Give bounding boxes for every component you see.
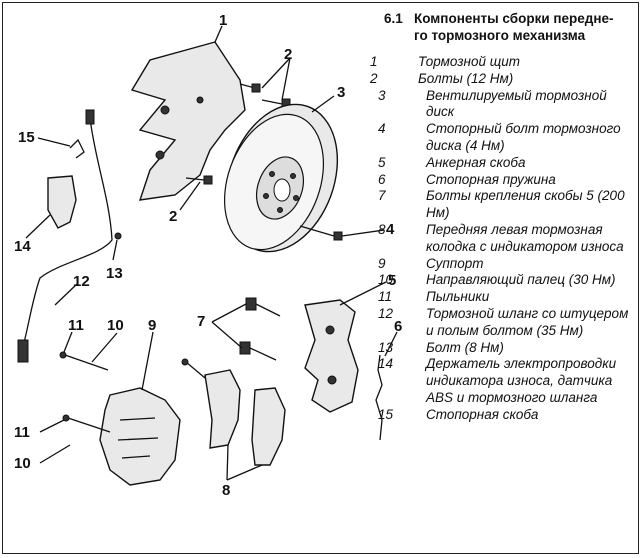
callout-4: 4 <box>386 221 395 238</box>
guide-pins-part <box>59 351 111 433</box>
callout-10-bottom: 10 <box>14 455 31 472</box>
callout-5: 5 <box>388 272 397 289</box>
callout-9: 9 <box>148 317 157 334</box>
hose-bolt-part <box>114 232 122 240</box>
legend-item: 12 Тормозной шланг со штуцером и полым бо… <box>376 306 638 340</box>
vented-brake-disc-part <box>223 103 339 253</box>
legend-text: Передняя левая тормозная колодка с индик… <box>426 221 624 254</box>
callout-12: 12 <box>73 273 90 290</box>
legend-text: Тормозной щит <box>418 54 520 69</box>
legend-text: Держатель электропроводки индикатора изн… <box>426 356 617 405</box>
legend-item: 2 Болты (12 Нм) <box>368 71 638 88</box>
legend-number: 13 <box>378 339 394 355</box>
legend-item: 5 Анкерная скоба <box>376 155 638 172</box>
retaining-clip-part <box>69 138 85 159</box>
legend-item: 10 Направляющий палец (30 Нм) <box>376 272 638 289</box>
legend-text: Тормозной шланг со штуцером и полым болт… <box>426 305 629 338</box>
legend-number: 15 <box>378 406 394 422</box>
legend-text: Болты крепления скобы 5 (200 Нм) <box>426 188 625 221</box>
legend-item: 7 Болты крепления скобы 5 (200 Нм) <box>376 188 638 222</box>
callout-11-bottom: 11 <box>14 424 30 441</box>
callout-3: 3 <box>337 84 346 101</box>
callout-13: 13 <box>106 265 123 282</box>
legend-number: 14 <box>378 356 394 372</box>
callout-14: 14 <box>14 238 31 255</box>
legend-item: 15 Стопорная скоба <box>376 407 638 424</box>
shield-bolts-part <box>185 83 291 185</box>
bracket-bolts-part <box>239 297 281 361</box>
figure-heading: 6.1 Компоненты сборки передне- го тормозн… <box>384 10 634 44</box>
legend-number: 11 <box>378 289 393 305</box>
legend-item: 14 Держатель электропроводки индикатора и… <box>376 356 638 406</box>
legend-text: Стопорный болт тормозного диска (4 Нм) <box>426 121 621 153</box>
leader-lines <box>25 25 398 481</box>
legend-item: 4 Стопорный болт тормозного диска (4 Нм) <box>376 121 638 155</box>
legend-number: 9 <box>378 255 386 271</box>
legend-item: 9 Суппорт <box>376 256 638 273</box>
legend-number: 8 <box>378 221 386 237</box>
legend-number: 6 <box>378 171 386 187</box>
parts-legend: 1 Тормозной щит 2 Болты (12 Нм) 3 Вентилиру… <box>370 54 638 424</box>
wiring-holder-part <box>47 175 77 229</box>
figure-number: 6.1 <box>384 11 403 26</box>
legend-item: 8 Передняя левая тормозная колодка с инди… <box>376 222 638 256</box>
legend-item: 3 Вентилируемый тормозной диск <box>376 88 638 122</box>
legend-number: 7 <box>378 188 386 204</box>
legend-item: 1 Тормозной щит <box>368 54 638 71</box>
callout-10-top: 10 <box>107 317 124 334</box>
legend-item: 11 Пыльники <box>376 289 638 306</box>
callout-2-top: 2 <box>284 46 293 63</box>
callout-1: 1 <box>219 12 228 29</box>
callout-11-top: 11 <box>68 317 84 334</box>
brake-shield-part <box>130 41 246 201</box>
legend-text: Стопорная скоба <box>426 406 539 422</box>
legend-number: 1 <box>370 54 378 69</box>
legend-item: 13 Болт (8 Нм) <box>376 340 638 357</box>
callout-15: 15 <box>18 129 35 146</box>
legend-text: Стопорная пружина <box>426 171 556 187</box>
callout-7: 7 <box>197 313 206 330</box>
callout-8: 8 <box>222 482 231 499</box>
legend-number: 2 <box>370 70 378 86</box>
legend-text: Направляющий палец (30 Нм) <box>426 272 616 288</box>
legend-number: 5 <box>378 154 386 170</box>
legend-text: Вентилируемый тормозной диск <box>426 87 607 120</box>
legend-text: Болт (8 Нм) <box>426 339 504 355</box>
retaining-spring-part <box>375 354 383 441</box>
anchor-bracket-part <box>304 299 359 413</box>
legend-number: 3 <box>378 87 386 103</box>
legend-number: 10 <box>378 272 394 288</box>
legend-number: 4 <box>378 121 386 137</box>
legend-number: 12 <box>378 305 394 321</box>
legend-text: Болты (12 Нм) <box>418 70 514 86</box>
legend-text: Анкерная скоба <box>426 154 526 170</box>
legend-item: 6 Стопорная пружина <box>376 172 638 189</box>
caliper-part <box>99 387 181 486</box>
legend-text: Пыльники <box>426 289 490 305</box>
brake-pads-part <box>181 358 286 466</box>
brake-hose-part <box>17 109 113 363</box>
callout-6: 6 <box>394 318 403 335</box>
callout-2-bottom: 2 <box>169 208 178 225</box>
figure-title-line1: Компоненты сборки передне- <box>414 11 614 26</box>
figure-title-line2: го тормозного механизма <box>414 28 586 43</box>
legend-text: Суппорт <box>426 255 484 271</box>
